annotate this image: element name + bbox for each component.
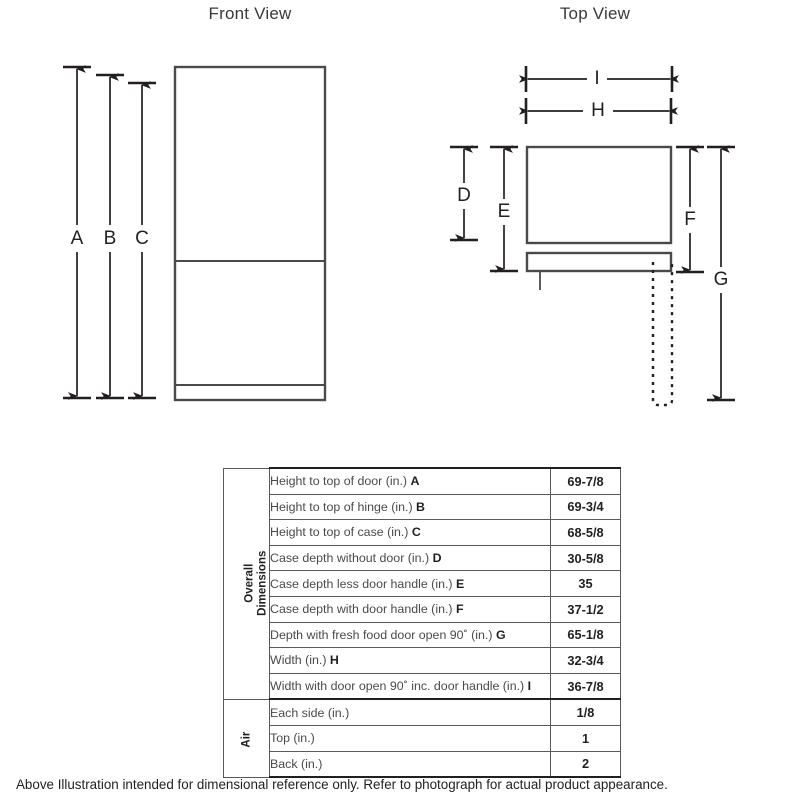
open-door-outline	[651, 262, 674, 407]
table-cell-value: 2	[550, 750, 621, 779]
table-cell-value: 36-7/8	[550, 672, 621, 701]
dim-label-b: B	[104, 228, 117, 249]
table-cell-value: 65-1/8	[550, 621, 621, 649]
table-cell-value: 1	[550, 724, 621, 752]
table-row: Width with door open 90˚ inc. door handl…	[224, 672, 621, 701]
table-cell-description: Case depth with door handle (in.) F	[269, 595, 551, 623]
footnote-text: Above Illustration intended for dimensio…	[16, 777, 668, 792]
top-view-title: Top View	[559, 4, 631, 23]
table-cell-dimension-key: B	[416, 499, 425, 514]
table-cell-dimension-key: D	[432, 551, 442, 566]
top-view-body	[525, 145, 673, 290]
top-view-horizontal-arrows	[519, 66, 679, 124]
dim-label-e: E	[498, 201, 511, 222]
table-cell-dimension-key: H	[329, 653, 339, 668]
table-cell-value: 68-5/8	[550, 519, 621, 546]
table-cell-value: 35	[550, 570, 621, 597]
table-cell-dimension-key: C	[411, 525, 421, 540]
table-row: Air Each side (in.)1/8	[223, 698, 621, 778]
table-row: Depth with fresh food door open 90˚ (in.…	[224, 621, 621, 649]
table-cell-description: Top (in.)	[269, 724, 551, 752]
dim-label-c: C	[135, 228, 149, 249]
dim-label-h: H	[591, 100, 605, 121]
table-cell-value: 30-5/8	[550, 544, 621, 572]
dim-label-d: D	[457, 185, 471, 206]
table-cell-description: Width (in.) H	[269, 647, 551, 674]
table-cell-description: Case depth without door (in.) D	[269, 544, 551, 572]
table-cell-dimension-key: G	[495, 627, 506, 642]
table-cell-description: Height to top of hinge (in.) B	[269, 493, 551, 521]
table-cell-value: 37-1/2	[550, 595, 621, 623]
table-row: Back (in.)2	[224, 750, 621, 779]
table-cell-description: Height to top of case (in.) C	[269, 519, 551, 546]
dim-label-a: A	[71, 228, 84, 249]
table-cell-description: Height to top of door (in.) A	[269, 466, 551, 495]
table-cell-description: Depth with fresh food door open 90˚ (in.…	[269, 621, 551, 649]
table-cell-description: Each side (in.)	[269, 698, 551, 726]
table-row: Top (in.)1	[224, 724, 621, 752]
table-cell-dimension-key: F	[455, 602, 464, 617]
table-group-label: Air	[223, 698, 270, 778]
table-group-label-text: Air	[239, 731, 252, 748]
table-cell-description: Case depth less door handle (in.) E	[269, 570, 551, 597]
top-view-vertical-arrows	[450, 145, 735, 402]
dim-label-i: I	[594, 68, 599, 89]
table-cell-description: Back (in.)	[269, 750, 551, 779]
table-cell-dimension-key: E	[455, 576, 465, 591]
table-cell-dimension-key: A	[410, 474, 420, 489]
dim-label-f: F	[684, 209, 696, 230]
table-cell-value: 1/8	[550, 698, 621, 726]
front-view-title: Front View	[208, 4, 292, 23]
dimension-drawing: A B C D E F G I H	[63, 65, 735, 407]
table-cell-value: 69-7/8	[550, 466, 621, 495]
front-view-body	[173, 65, 327, 402]
front-view-dimension-arrows	[63, 65, 156, 400]
table-cell-description: Width with door open 90˚ inc. door handl…	[269, 672, 551, 701]
table-cell-value: 32-3/4	[550, 647, 621, 674]
table-cell-dimension-key: I	[527, 679, 532, 694]
dim-label-g: G	[714, 269, 729, 290]
table-cell-value: 69-3/4	[550, 493, 621, 521]
